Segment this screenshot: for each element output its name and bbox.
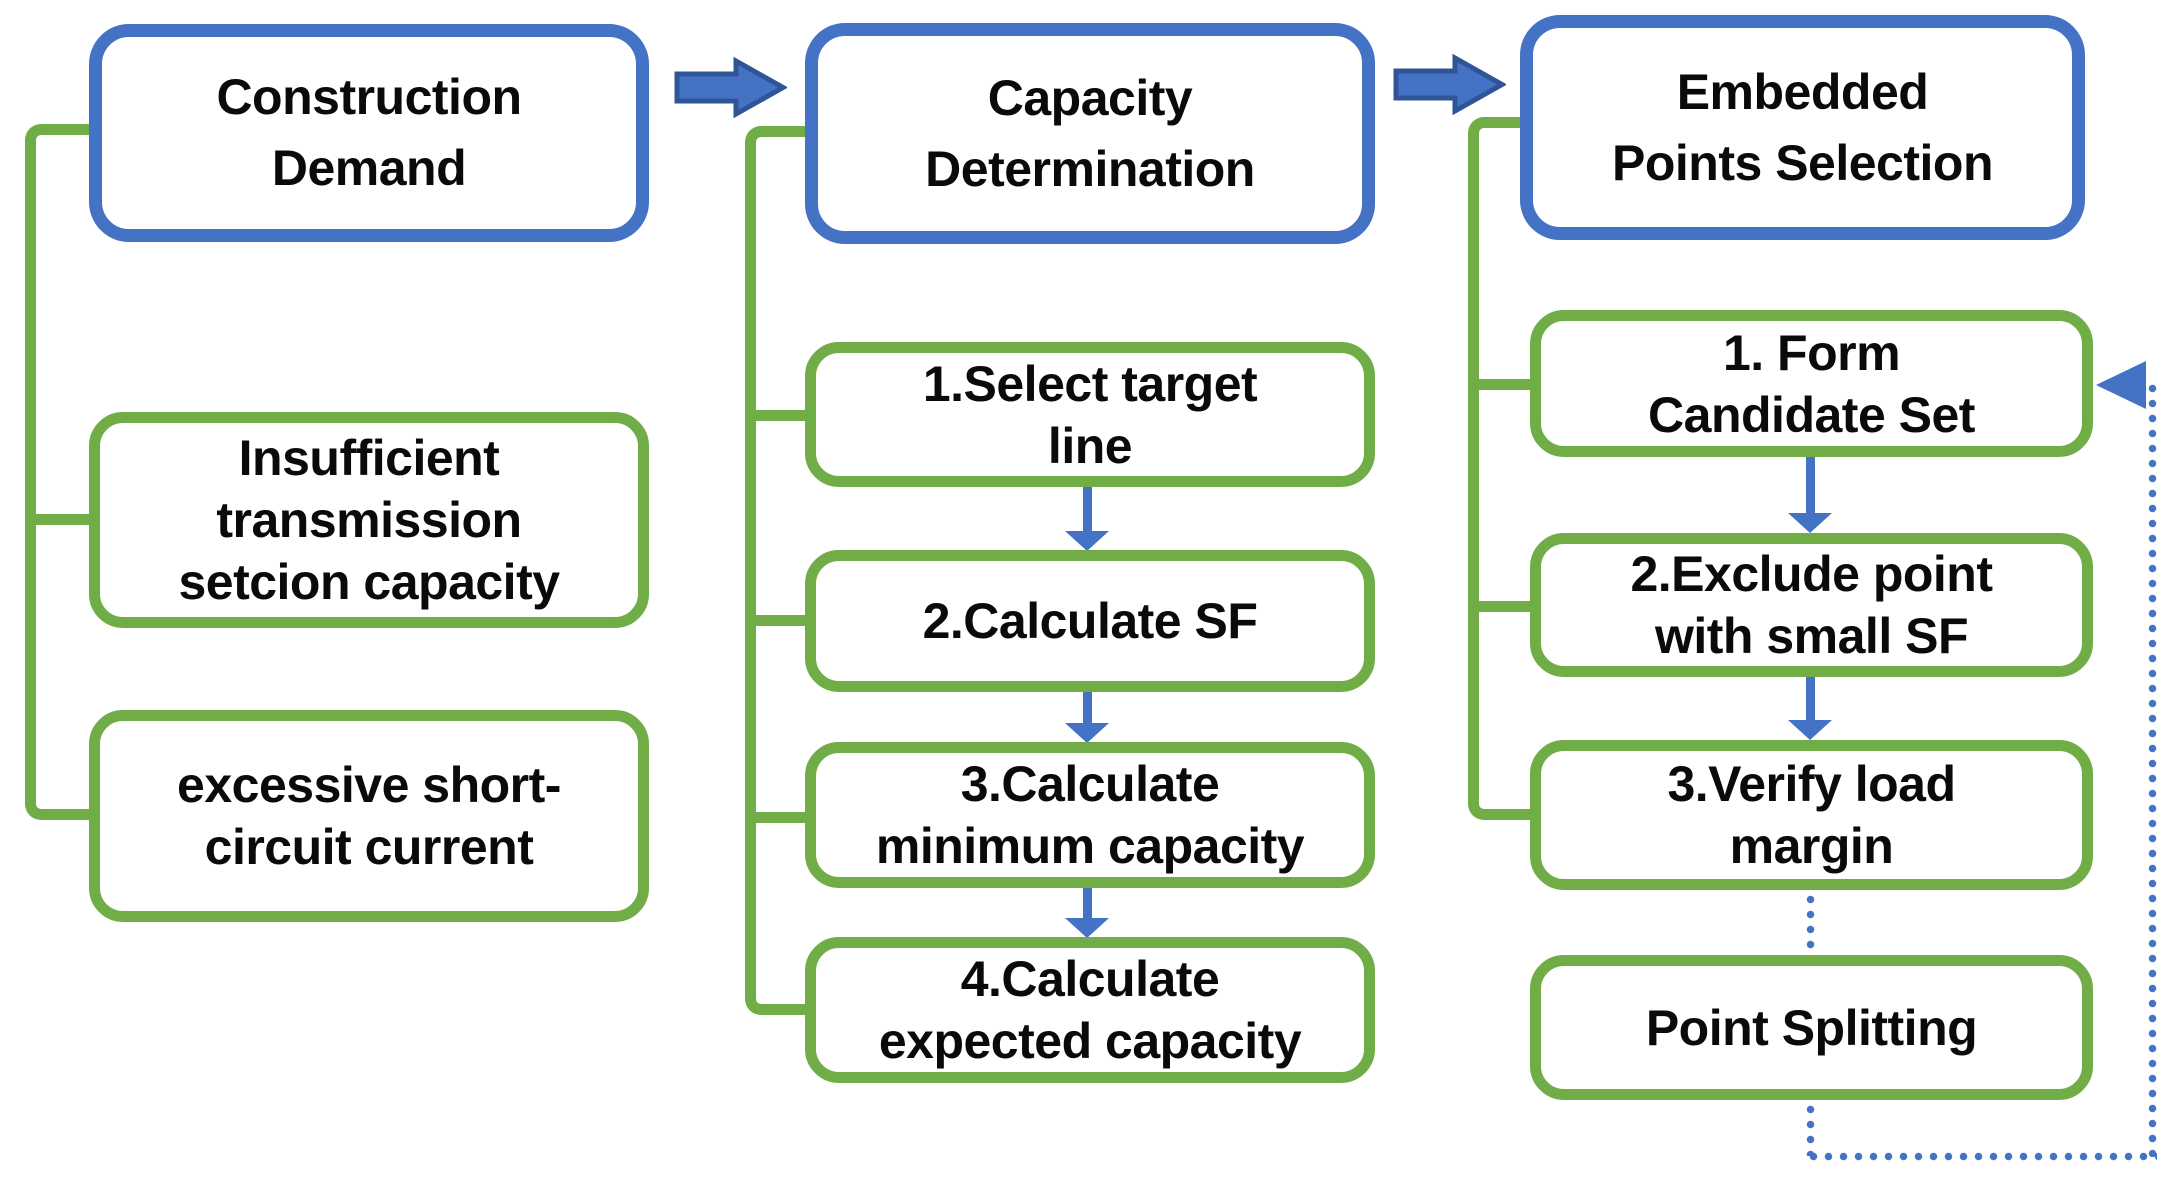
calculate-expected-capacity-box: 4.Calculate expected capacity [805,937,1375,1083]
feedback-dotted-line [1806,1152,2157,1161]
flow-right-arrow-icon [674,56,789,119]
bracket-tick [745,615,805,626]
bracket-tick [745,812,805,823]
capacity-determination-header-box: Capacity Determination [805,23,1375,244]
embedded-points-selection-bracket [1468,117,1530,820]
down-arrow-icon [1065,485,1109,551]
feedback-dotted-line [1806,1102,1815,1156]
down-arrow-icon [1065,886,1109,938]
flow-right-arrow-icon [1393,53,1508,116]
exclude-point-small-sf-box: 2.Exclude point with small SF [1530,533,2093,677]
bracket-tick [745,410,805,421]
point-splitting-box: Point Splitting [1530,955,2093,1100]
verify-load-margin-box: 3.Verify load margin [1530,740,2093,890]
construction-demand-header-box: Construction Demand [89,24,649,242]
bracket-tick [25,514,89,525]
feedback-dotted-line [2148,381,2157,1157]
down-arrow-icon [1788,455,1832,533]
feedback-dotted-line [1806,892,1815,954]
bracket-tick [1468,601,1530,612]
capacity-determination-bracket [745,126,805,1015]
feedback-arrowhead-icon [2096,361,2146,409]
bracket-tick [1468,379,1530,390]
form-candidate-set-box: 1. Form Candidate Set [1530,310,2093,457]
embedded-points-selection-header-box: Embedded Points Selection [1520,15,2085,240]
down-arrow-icon [1788,675,1832,740]
construction-demand-bracket [25,124,89,820]
calculate-sf-box: 2.Calculate SF [805,550,1375,692]
calculate-minimum-capacity-box: 3.Calculate minimum capacity [805,742,1375,888]
excessive-short-circuit-current-box: excessive short- circuit current [89,710,649,922]
down-arrow-icon [1065,690,1109,743]
select-target-line-box: 1.Select target line [805,342,1375,487]
insufficient-transmission-capacity-box: Insufficient transmission setcion capaci… [89,412,649,628]
